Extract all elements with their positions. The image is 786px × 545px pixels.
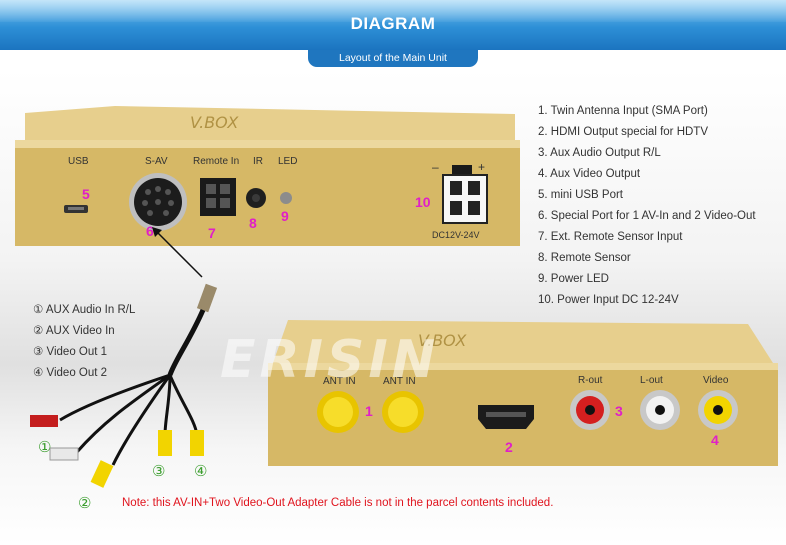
pointer-arrow [152,227,203,278]
rca-jack-icon [698,390,738,430]
page-subtitle: Layout of the Main Unit [308,50,478,67]
hdmi-port-icon [478,405,534,429]
top-unit: V.BOX USB S-AV Remote In IR LED + – DC12… [15,98,520,248]
cable-marker-1: ① [38,439,52,456]
power-minus-label: – [432,160,439,174]
feature-item: 2. HDMI Output special for HDTV [538,126,708,138]
usb-label: USB [68,156,89,167]
bottom-unit-shape: V.BOX [268,320,778,466]
marker-5: 5 [82,186,90,202]
ant-in-2-label: ANT IN [383,376,416,387]
cable-marker-2: ② [78,495,92,512]
power-rating-label: DC12V-24V [432,230,480,240]
rca-jack-icon [640,390,680,430]
feature-item: 7. Ext. Remote Sensor Input [538,231,683,243]
usb-port-icon [64,205,88,213]
led-label: LED [278,156,298,167]
cable-legend-item: ② AUX Video In [33,325,115,337]
cable-marker-3: ③ [152,463,166,480]
power-plus-label: + [478,160,486,174]
r-out-label: R-out [578,375,603,386]
brand-watermark: ERISIN [220,330,440,390]
feature-item: 8. Remote Sensor [538,252,631,264]
header-gloss [0,0,786,22]
l-out-label: L-out [640,375,663,386]
feature-item: 4. Aux Video Output [538,168,641,180]
sma-connector-icon [382,391,424,433]
marker-2: 2 [505,439,513,455]
disclaimer-note: Note: this AV-IN+Two Video-Out Adapter C… [122,497,554,509]
feature-item: 5. mini USB Port [538,189,623,201]
cable-legend-item: ① AUX Audio In R/L [33,304,136,316]
marker-8: 8 [249,215,257,231]
marker-4: 4 [711,432,719,448]
rca-jack-icon [570,390,610,430]
cable-legend-item: ④ Video Out 2 [33,367,108,379]
cable-legend-item: ③ Video Out 1 [33,346,108,358]
adapter-cable-icon [30,283,218,488]
ir-sensor-icon [246,188,266,208]
feature-item: 3. Aux Audio Output R/L [538,147,661,159]
header-banner: DIAGRAM [0,0,786,50]
bottom-unit: V.BOX ANT IN ANT IN R-out L-out Video 1 … [268,318,778,468]
svg-text:V.BOX: V.BOX [418,331,467,350]
sav-label: S-AV [145,156,168,167]
svg-text:V.BOX: V.BOX [190,113,239,132]
ant-in-1-label: ANT IN [323,376,356,387]
feature-item: 6. Special Port for 1 AV-In and 2 Video-… [538,210,756,222]
power-port-icon [442,165,488,224]
led-icon [280,192,292,204]
feature-item: 10. Power Input DC 12-24V [538,294,679,306]
feature-item: 1. Twin Antenna Input (SMA Port) [538,105,708,117]
page-title: DIAGRAM [350,14,436,33]
marker-10: 10 [415,194,431,210]
feature-item: 9. Power LED [538,273,609,285]
remote-in-label: Remote In [193,156,240,167]
marker-7: 7 [208,225,216,241]
remote-port-icon [200,178,236,216]
cable-marker-4: ④ [194,463,208,480]
sma-connector-icon [317,391,359,433]
marker-3: 3 [615,403,623,419]
video-label: Video [703,375,729,386]
sav-port-icon [129,173,187,231]
marker-6: 6 [146,223,154,239]
marker-9: 9 [281,208,289,224]
ir-label: IR [253,156,263,167]
marker-1: 1 [365,403,373,419]
